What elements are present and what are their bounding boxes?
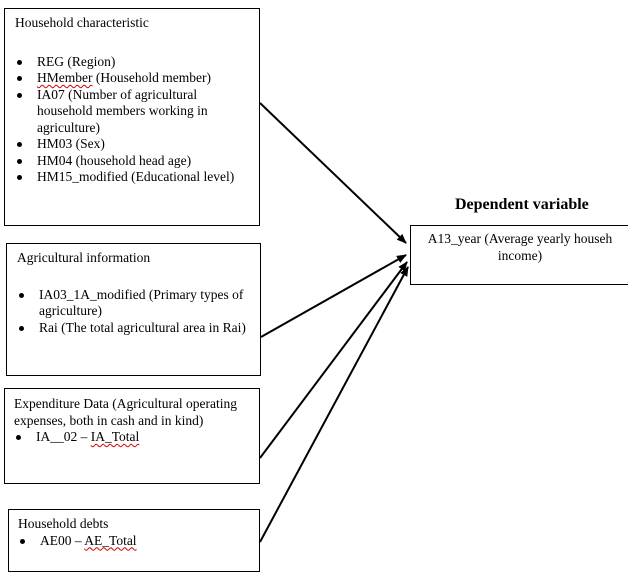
dependent-variable-box: A13_year (Average yearly househ income) <box>410 225 628 285</box>
dependent-variable-label: Dependent variable <box>455 196 589 213</box>
expenditure-data-title: Expenditure Data (Agricultural operating… <box>14 396 238 428</box>
list-item: HMember (Household member) <box>15 70 249 87</box>
list-item: HM03 (Sex) <box>15 136 249 153</box>
list-item: IA03_1A_modified (Primary types of agric… <box>17 287 250 320</box>
household-characteristic-title: Household characteristic <box>15 15 149 30</box>
list-item: Rai (The total agricultural area in Rai) <box>17 320 250 337</box>
dependent-variable-text-line2: income) <box>497 247 543 263</box>
arrow-expenditure-to-dependent <box>259 261 408 459</box>
arrow-debts-to-dependent <box>259 266 409 543</box>
household-debts-title: Household debts <box>18 516 109 531</box>
arrow-agriculture-to-dependent <box>260 254 407 338</box>
agricultural-information-box: Agricultural information IA03_1A_modifie… <box>6 243 261 376</box>
dependent-variable-text-line1: A13_year (Average yearly househ <box>427 231 613 246</box>
list-item: IA__02 – IA_Total <box>14 429 250 446</box>
expenditure-data-list: IA__02 – IA_Total <box>14 429 250 446</box>
list-item: IA07 (Number of agricultural household m… <box>15 87 249 137</box>
household-characteristic-list: REG (Region) HMember (Household member) … <box>15 54 249 186</box>
list-item: HM04 (household head age) <box>15 153 249 170</box>
agricultural-information-list: IA03_1A_modified (Primary types of agric… <box>17 287 250 337</box>
household-characteristic-box: Household characteristic REG (Region) HM… <box>4 8 260 226</box>
list-item: AE00 – AE_Total <box>18 533 250 550</box>
household-debts-list: AE00 – AE_Total <box>18 533 250 550</box>
expenditure-data-box: Expenditure Data (Agricultural operating… <box>4 388 260 484</box>
arrow-household-to-dependent <box>259 102 407 244</box>
list-item: REG (Region) <box>15 54 249 71</box>
household-debts-box: Household debts AE00 – AE_Total <box>8 509 260 572</box>
agricultural-information-title: Agricultural information <box>17 250 151 265</box>
list-item: HM15_modified (Educational level) <box>15 169 249 186</box>
